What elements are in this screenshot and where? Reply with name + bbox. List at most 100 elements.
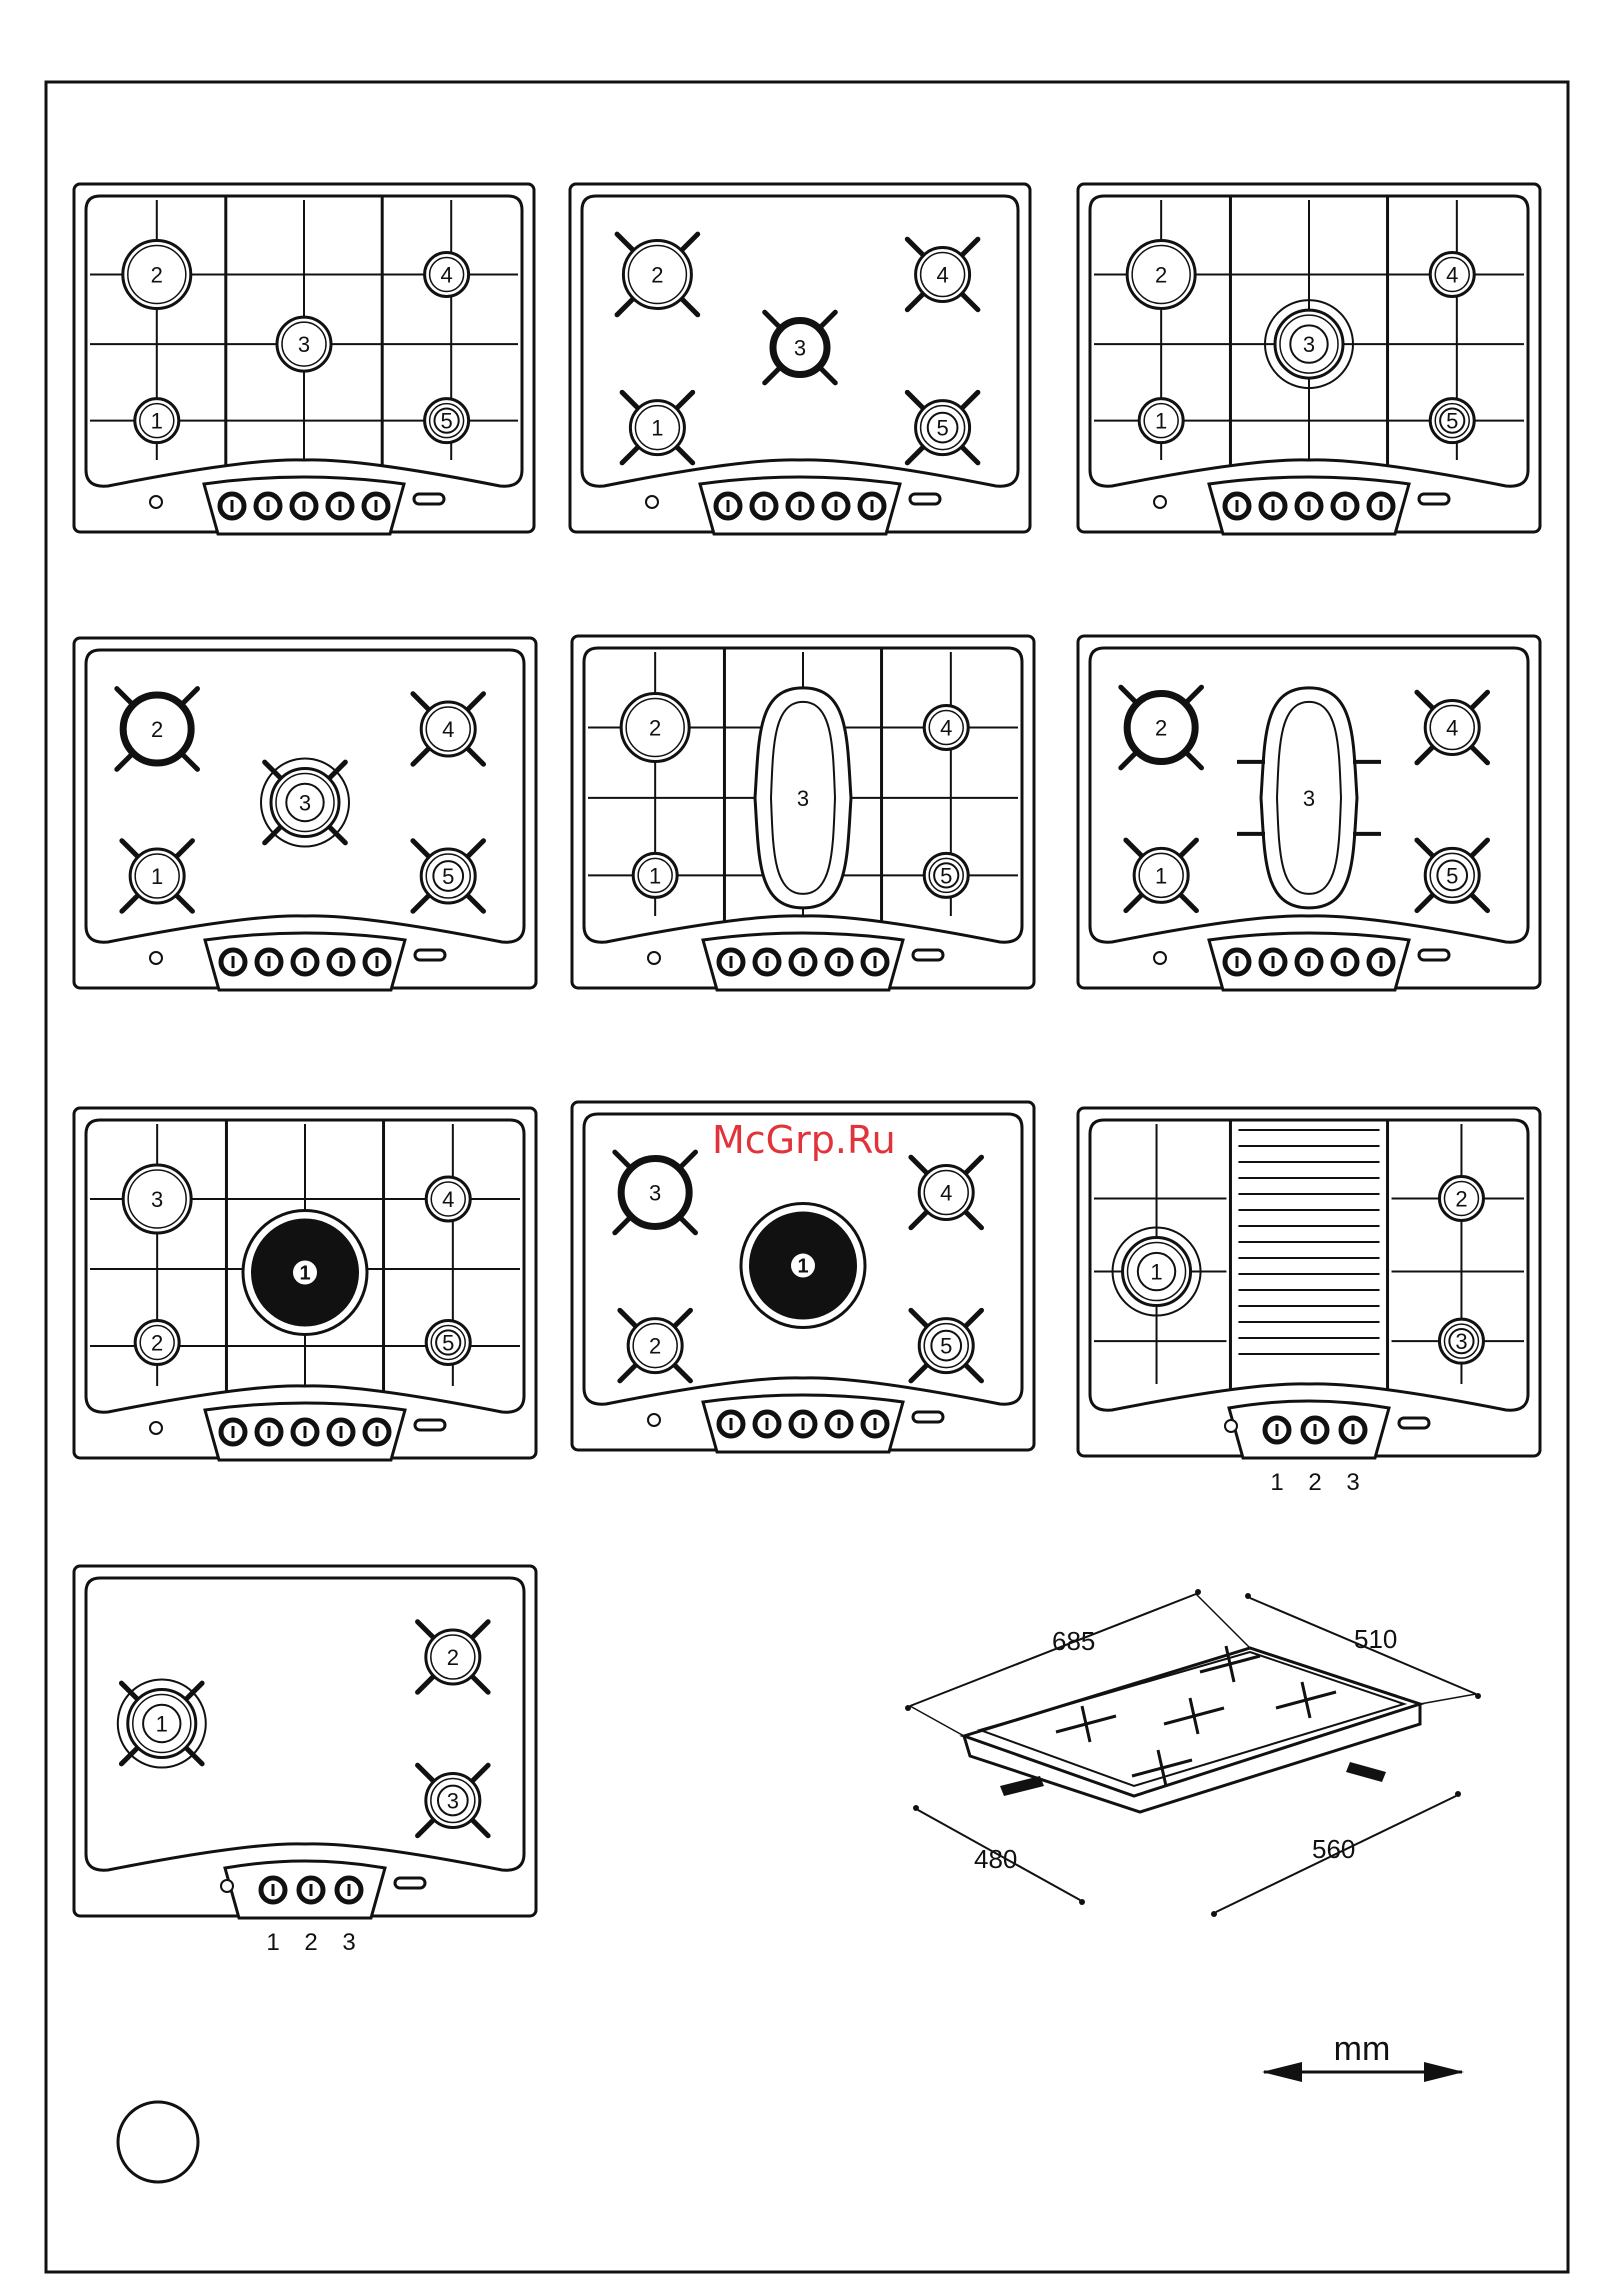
hob-3: 2 3 4 1 5: [1078, 184, 1540, 534]
burner-2: 2: [135, 1321, 179, 1365]
burner-4: 4: [425, 252, 469, 296]
burner-label: 2: [1455, 1186, 1467, 1211]
watermark: McGrp.Ru: [712, 1118, 896, 1162]
burner-label: 5: [1446, 409, 1458, 434]
burner-2: 2: [418, 1622, 489, 1693]
burner-label: 2: [447, 1645, 459, 1670]
brand-badge: [1399, 1418, 1429, 1428]
indicator-light: [648, 952, 660, 964]
extension-line: [1196, 1594, 1250, 1648]
burner-label: 1: [1155, 409, 1167, 434]
burner-3: 3: [261, 759, 349, 847]
burner-label: 3: [447, 1789, 459, 1814]
burner-3: 3: [765, 312, 836, 383]
hob-6: 23415: [1078, 636, 1540, 990]
indicator-light: [150, 952, 162, 964]
burner-2: 2: [620, 1310, 691, 1381]
burner-label: 3: [797, 786, 809, 811]
burner-label: 3: [151, 1187, 163, 1212]
burner-label: 5: [440, 409, 452, 434]
burner-1: 1: [243, 1211, 367, 1335]
brand-badge: [910, 494, 940, 504]
burner-label: 4: [936, 262, 948, 287]
extension-line: [1420, 1694, 1476, 1704]
burner-5: 5: [425, 399, 469, 443]
brand-badge: [913, 950, 943, 960]
burner-label: 3: [1455, 1329, 1467, 1354]
hob-5: 2 3 4 1 5: [572, 636, 1034, 990]
burner-1: 1: [622, 392, 693, 463]
burner-3: 3: [418, 1765, 489, 1836]
brand-badge: [395, 1878, 425, 1888]
burner-label: 3: [794, 336, 806, 361]
burner-4: 4: [924, 706, 968, 750]
burner-2: 2: [1439, 1176, 1483, 1220]
language-marker: [118, 2102, 198, 2182]
brand-badge: [415, 1420, 445, 1430]
indicator-light: [1154, 952, 1166, 964]
burner-label: 2: [651, 262, 663, 287]
cutout-tab: [1000, 1776, 1044, 1796]
burner-label: 3: [1303, 332, 1315, 357]
burner-label: 2: [649, 1334, 661, 1359]
burner-label: 1: [156, 1712, 168, 1737]
burner-label: 1: [1150, 1260, 1162, 1285]
extension-line: [910, 1706, 964, 1736]
burner-4: 4: [413, 694, 484, 765]
burner-3: 3: [755, 688, 851, 908]
burner-label: 3: [298, 332, 310, 357]
burner-label: 5: [1446, 863, 1458, 888]
burner-1: 1: [135, 399, 179, 443]
burner-3: 3: [1265, 300, 1353, 388]
burner-3: 3: [123, 1165, 191, 1233]
burner-5: 5: [413, 841, 484, 912]
burner-label: 4: [440, 262, 452, 287]
burner-label: 4: [442, 1187, 454, 1212]
dimension-width: 685: [1052, 1626, 1095, 1656]
burner-5: 5: [911, 1310, 982, 1381]
burner-2: 2: [1121, 687, 1202, 768]
hob-7: 31425: [74, 1108, 536, 1460]
knob-label: 1: [266, 1929, 279, 1956]
burner-label: 1: [649, 863, 661, 888]
indicator-light: [648, 1414, 660, 1426]
indicator-light: [646, 496, 658, 508]
burner-label: 3: [299, 791, 311, 816]
knob-label: 2: [1308, 1469, 1321, 1496]
burner-4: 4: [907, 239, 978, 310]
burner-label: 5: [442, 864, 454, 889]
burner-4: 4: [426, 1177, 470, 1221]
burner-label: 1: [151, 409, 163, 434]
burner-3: 3: [1439, 1319, 1483, 1363]
burner-5: 5: [924, 853, 968, 897]
burner-label: 2: [151, 1331, 163, 1356]
dimension-cutout-width: 560: [1312, 1834, 1355, 1864]
burner-label: 2: [1155, 262, 1167, 287]
burner-label: 5: [940, 1334, 952, 1359]
indicator-light: [1154, 496, 1166, 508]
indicator-light: [150, 1422, 162, 1434]
burner-4: 4: [1430, 252, 1474, 296]
burner-label: 1: [651, 416, 663, 441]
burner-1: 1: [122, 841, 193, 912]
burner-label: 4: [940, 1180, 952, 1205]
unit-indicator: mm: [1262, 2030, 1464, 2082]
burner-2: 2: [117, 689, 198, 770]
burner-label: 4: [1446, 716, 1458, 741]
dim-arrowhead: [1211, 1911, 1217, 1917]
unit-arrowhead-right: [1424, 2062, 1464, 2082]
burner-1: 1: [741, 1204, 865, 1328]
knob-label: 1: [1270, 1469, 1283, 1496]
burner-label: 1: [299, 1263, 310, 1285]
burner-2: 2: [621, 694, 689, 762]
burner-label: 4: [442, 717, 454, 742]
hob-top: [964, 1648, 1420, 1796]
dim-arrowhead: [1079, 1899, 1085, 1905]
burner-1: 1: [1139, 399, 1183, 443]
dim-arrowhead: [1455, 1791, 1461, 1797]
burner-label: 1: [1155, 863, 1167, 888]
brand-badge: [414, 494, 444, 504]
